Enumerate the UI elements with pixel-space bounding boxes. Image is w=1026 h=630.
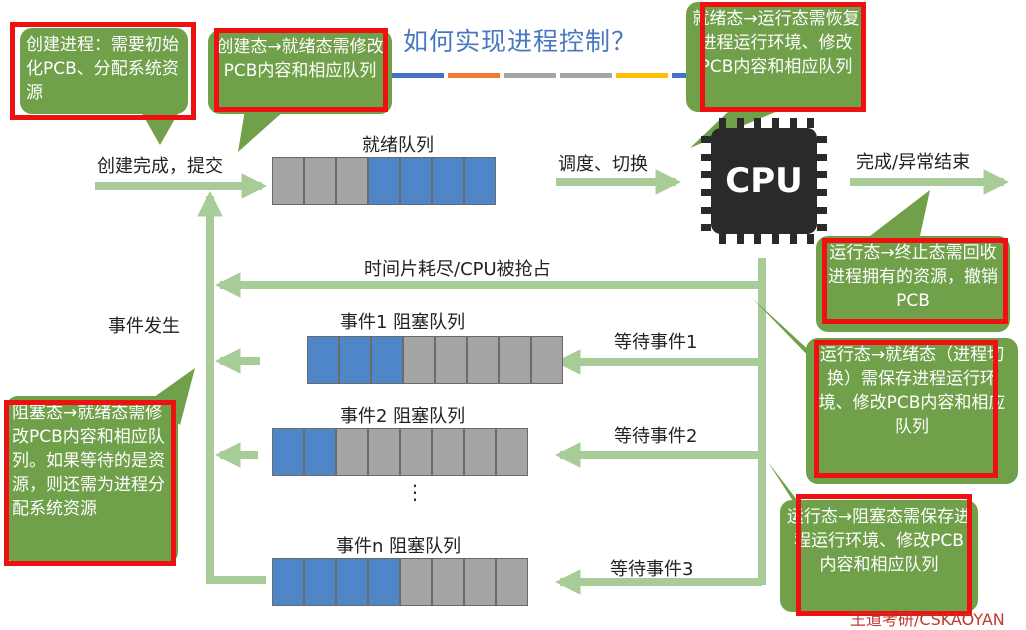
- bubble-create-process: 创建进程：需要初始化PCB、分配系统资源: [20, 28, 188, 114]
- wait-event-3-label: 等待事件3: [610, 559, 694, 580]
- ellipsis-dots: ⋮: [405, 480, 425, 504]
- wait-event-2-label: 等待事件2: [614, 426, 698, 447]
- finish-label: 完成/异常结束: [856, 152, 971, 173]
- queue-cell-gray: [432, 428, 464, 476]
- pointer-blocked-to-ready: [150, 368, 195, 425]
- queue-cell-blue: [339, 336, 371, 384]
- blocked-queue-n: [272, 558, 528, 606]
- queue-cell-gray: [400, 428, 432, 476]
- cpu-pin-bottom: [719, 234, 726, 244]
- cpu-pin-left: [701, 171, 711, 179]
- queue-cell-gray: [499, 336, 531, 384]
- bubble-ready-to-running: 就绪态→运行态需恢复进程运行环境、修改PCB内容和相应队列: [686, 2, 866, 112]
- cpu-pin-top: [719, 118, 726, 128]
- queue-cell-blue: [400, 157, 432, 205]
- cpu-pin-left: [701, 153, 711, 161]
- queue-cell-blue: [272, 428, 304, 476]
- cpu-pin-bottom: [807, 234, 815, 244]
- arrow-event-occur: [197, 190, 266, 584]
- dispatch-label: 调度、切换: [558, 154, 648, 175]
- queue-cell-gray: [467, 336, 499, 384]
- queue-cell-blue: [304, 558, 336, 606]
- queue-cell-gray: [435, 336, 467, 384]
- queue-cell-gray: [464, 428, 496, 476]
- cpu-pin-bottom: [772, 234, 779, 244]
- cpu-pin-top: [772, 118, 779, 128]
- queue-cell-blue: [368, 157, 400, 205]
- blocked-queue-n-label: 事件n 阻塞队列: [336, 536, 462, 557]
- cpu-pin-left: [701, 224, 711, 232]
- queue-cell-gray: [272, 157, 304, 205]
- cpu-pin-bottom: [736, 234, 744, 244]
- cpu-pin-top: [789, 118, 797, 128]
- cpu-pin-top: [754, 118, 762, 128]
- queue-cell-blue: [336, 558, 368, 606]
- queue-cell-blue: [272, 558, 304, 606]
- queue-cell-gray: [403, 336, 435, 384]
- cpu-pin-top: [736, 118, 744, 128]
- queue-cell-blue: [307, 336, 339, 384]
- blocked-queue-1: [307, 336, 563, 384]
- title-decoration-segment: [504, 73, 556, 78]
- pointer-create-to-ready: [238, 110, 285, 152]
- queue-cell-gray: [496, 558, 528, 606]
- pointer-running-to-terminated: [870, 190, 930, 236]
- queue-cell-gray: [432, 558, 464, 606]
- ready-queue-label: 就绪队列: [362, 135, 434, 156]
- queue-cell-gray: [464, 558, 496, 606]
- queue-cell-blue: [464, 157, 496, 205]
- cpu-label: CPU: [725, 161, 803, 201]
- watermark: 王道考研/CSKAOYAN: [850, 610, 1005, 629]
- cpu-pin-right: [817, 153, 827, 161]
- wait-event-1-label: 等待事件1: [614, 332, 698, 353]
- queue-cell-blue: [304, 428, 336, 476]
- queue-cell-gray: [336, 428, 368, 476]
- cpu-pin-right: [817, 136, 827, 143]
- cpu-pin-right: [817, 224, 827, 232]
- cpu-pin-right: [817, 189, 827, 196]
- cpu-pin-top: [807, 118, 815, 128]
- queue-cell-blue: [371, 336, 403, 384]
- cpu-chip-icon: CPU: [711, 128, 817, 234]
- queue-cell-gray: [531, 336, 563, 384]
- create-submit-label: 创建完成，提交: [97, 156, 223, 177]
- bubble-blocked-to-ready: 阻塞态→就绪态需修改PCB内容和相应队列。如果等待的是资源，则还需为进程分配系统…: [6, 396, 178, 564]
- cpu-pin-left: [701, 206, 711, 214]
- cpu-pin-bottom: [789, 234, 797, 244]
- pointer-create: [140, 110, 180, 145]
- queue-cell-gray: [368, 428, 400, 476]
- cpu-pin-right: [817, 171, 827, 179]
- page-title: 如何实现进程控制？: [403, 27, 638, 56]
- cpu-pin-left: [701, 189, 711, 196]
- queue-cell-blue: [368, 558, 400, 606]
- bubble-running-to-blocked: 运行态→阻塞态需保存进程运行环境、修改PCB内容和相应队列: [780, 500, 978, 612]
- blocked-queue-1-label: 事件1 阻塞队列: [340, 312, 466, 333]
- cpu-pin-bottom: [754, 234, 762, 244]
- cpu-pin-right: [817, 206, 827, 214]
- title-decoration-segment: [616, 73, 668, 78]
- bubble-running-to-terminated: 运行态→终止态需回收进程拥有的资源，撤销PCB: [816, 236, 1010, 332]
- title-decoration-segment: [392, 73, 444, 78]
- queue-cell-gray: [336, 157, 368, 205]
- timeslice-label: 时间片耗尽/CPU被抢占: [364, 259, 551, 280]
- event-occur-label: 事件发生: [108, 316, 180, 337]
- queue-cell-gray: [400, 558, 432, 606]
- title-decoration-segment: [448, 73, 500, 78]
- title-decoration-segment: [560, 73, 612, 78]
- blocked-queue-2-label: 事件2 阻塞队列: [340, 406, 466, 427]
- queue-cell-gray: [304, 157, 336, 205]
- bubble-create-to-ready: 创建态→就绪态需修改PCB内容和相应队列: [208, 30, 392, 114]
- ready-queue: [272, 157, 496, 205]
- bubble-running-to-ready: 运行态→就绪态（进程切换）需保存进程运行环境、修改PCB内容和相应队列: [806, 338, 1018, 484]
- cpu-pin-left: [701, 136, 711, 143]
- blocked-queue-2: [272, 428, 528, 476]
- queue-cell-gray: [496, 428, 528, 476]
- queue-cell-blue: [432, 157, 464, 205]
